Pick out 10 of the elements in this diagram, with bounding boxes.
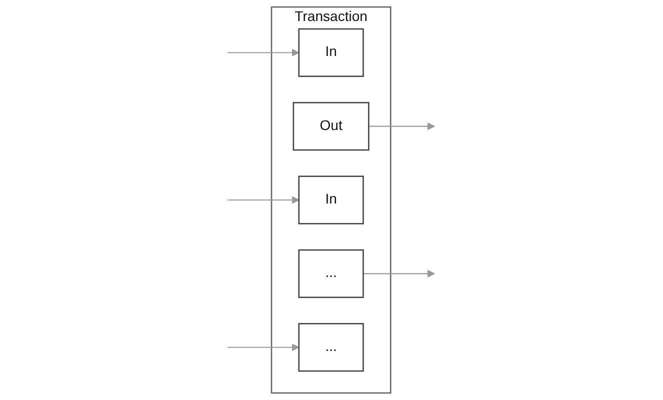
node-box: In — [298, 176, 364, 224]
arrow — [228, 48, 300, 56]
arrow — [228, 344, 300, 352]
node-box: Out — [293, 102, 370, 151]
node-box: ... — [298, 323, 364, 372]
arrow — [364, 270, 436, 278]
arrow — [228, 196, 300, 204]
node-box: In — [298, 28, 364, 77]
node-box: ... — [298, 249, 364, 298]
arrow — [369, 122, 436, 130]
